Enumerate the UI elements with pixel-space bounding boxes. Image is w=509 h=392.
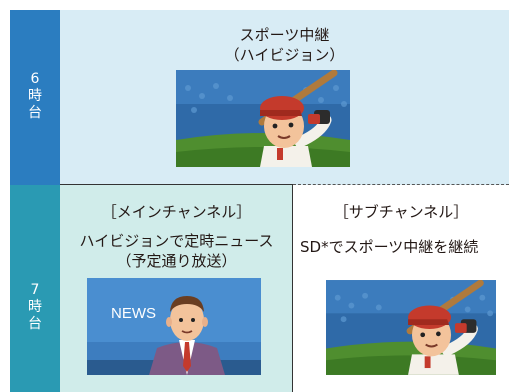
row-7-suffix: 台	[28, 316, 42, 332]
sub-channel-title: ［サブチャンネル］	[333, 203, 469, 221]
row-7-hour: 7	[30, 282, 40, 298]
sub-channel-clip: SD*でスポーツ中継を継続	[293, 231, 509, 253]
row-divider-dashed	[293, 184, 509, 185]
sub-channel-line1: SD*でスポーツ中継を継続	[300, 238, 479, 253]
column-divider	[292, 185, 293, 392]
row-divider-solid	[60, 184, 293, 185]
six-title-line1: スポーツ中継	[239, 26, 330, 44]
row-6-label-cell	[10, 10, 60, 185]
main-channel-title: ［メインチャンネル］	[101, 203, 252, 221]
row-6-unit: 時	[28, 88, 42, 104]
row-6-label: 6 時 台	[21, 71, 49, 122]
main-channel-line1: ハイビジョンで定時ニュース	[79, 232, 274, 250]
row-6-suffix: 台	[28, 105, 42, 121]
news-caption: NEWS	[111, 305, 156, 322]
news-anchor-scene	[87, 278, 261, 375]
main-channel-line2: （予定通り放送）	[116, 252, 237, 270]
row-7-label-cell	[10, 185, 60, 392]
row-7-label: 7 時 台	[21, 282, 49, 333]
baseball-scene-6	[176, 70, 350, 167]
six-title-line2: （ハイビジョン）	[224, 46, 345, 64]
baseball-scene-7	[326, 280, 496, 375]
row-7-unit: 時	[28, 299, 42, 315]
row-6-hour: 6	[30, 71, 40, 87]
